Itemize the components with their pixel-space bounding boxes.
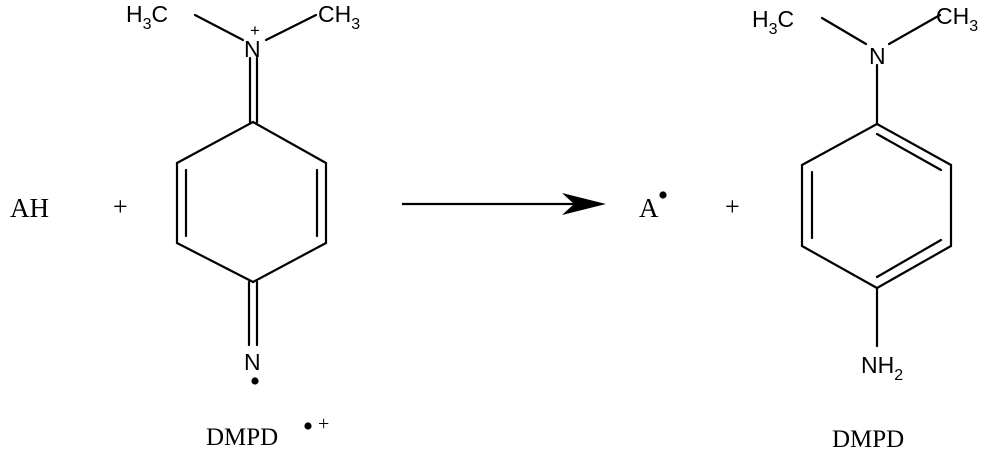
ring-bond-top-left: [175, 120, 255, 165]
dmpd-structure: [800, 13, 953, 348]
dmpd-nitrogen: N: [869, 43, 886, 69]
benzene-bond-bottom-right: [875, 244, 953, 290]
radical-dot-nitrogen: [251, 377, 259, 385]
bond-methyl-right-2: [887, 13, 942, 46]
radical-dot-product: [659, 191, 667, 199]
reaction-arrow: [402, 193, 606, 215]
dmpd-methyl-right-label: CH3: [936, 3, 978, 35]
benzene-bond-top-left: [800, 122, 879, 167]
radical-dot-name: [304, 422, 312, 430]
ring-bond-bottom-left: [175, 241, 255, 284]
benzene-bond-top-right: [875, 122, 953, 167]
reaction-arrow-head: [562, 193, 606, 215]
dmpd-radical-cation-name: DMPD: [206, 424, 278, 451]
benzene-bond-top-right-inner: [875, 132, 943, 172]
benzene-bond-bottom-right-inner: [875, 238, 943, 279]
dmpd-methyl-left-label: H3C: [752, 6, 794, 38]
bond-methyl-left: [193, 13, 245, 42]
product-radical-label: A: [639, 193, 659, 223]
plus-sign-2: +: [725, 192, 740, 221]
dmpd-radical-positive-charge: +: [250, 21, 260, 40]
bond-methyl-left-2: [820, 16, 868, 46]
ring-bond-top-right: [251, 120, 328, 165]
ring-bond-bottom-right: [251, 241, 328, 284]
plus-sign-1: +: [113, 192, 128, 221]
dmpd-name: DMPD: [832, 426, 904, 453]
dmpd-radical-nitrogen-bottom: N: [244, 349, 261, 375]
dmpd-amine-label: NH2: [861, 352, 903, 384]
dmpd-radical-methyl-left-label: H3C: [126, 1, 168, 33]
dmpd-radical-methyl-right-label: CH3: [318, 1, 360, 33]
benzene-bond-bottom-left: [800, 244, 879, 290]
reactant-ah-label: AH: [10, 193, 49, 223]
bond-methyl-right: [264, 13, 318, 42]
dmpd-radical-nitrogen-top: N: [244, 36, 261, 62]
dmpd-radical-cation-structure: [175, 13, 328, 347]
dmpd-radical-cation-name-charge: +: [318, 413, 329, 435]
